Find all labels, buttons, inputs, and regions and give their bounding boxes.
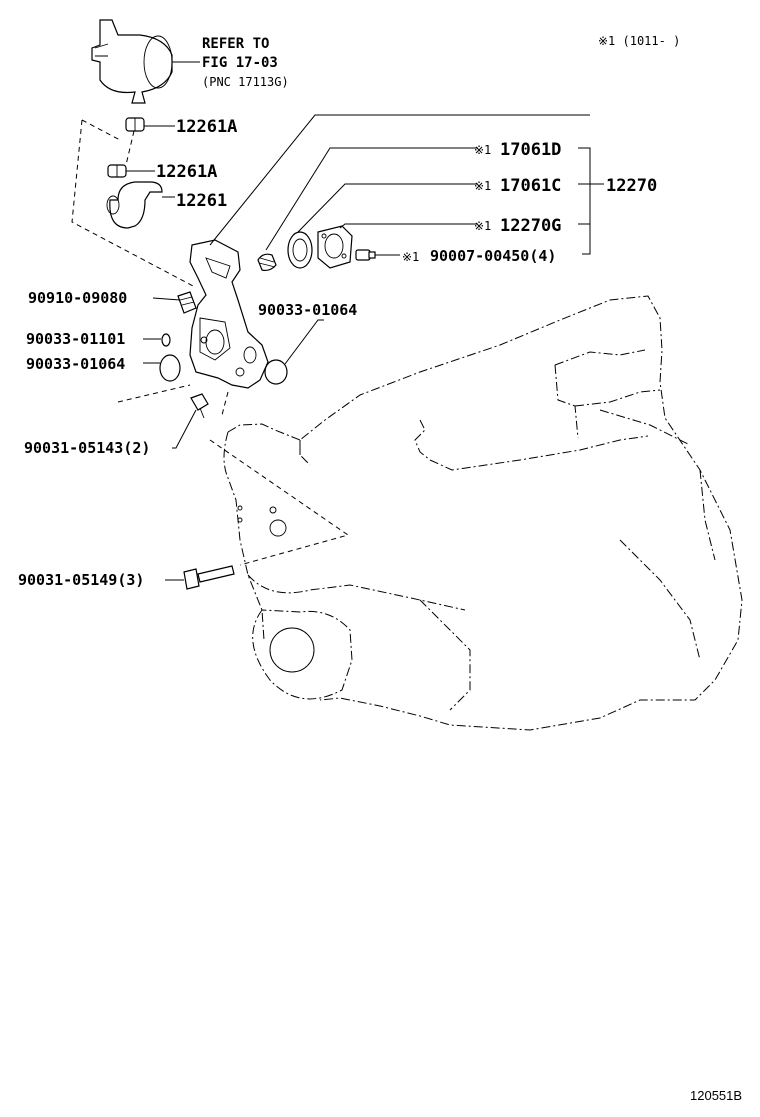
label-90033-01064-left: 90033-01064: [26, 355, 125, 373]
figure-id: 120551B: [690, 1088, 742, 1103]
label-12261A-top: 12261A: [176, 117, 237, 137]
label-90031-05143: 90031-05143(2): [24, 439, 150, 457]
union-fitting: [177, 291, 197, 314]
label-17061D: 17061D: [500, 140, 561, 160]
refer-to-text: REFER TO: [202, 36, 269, 52]
hose-clip-lower: [107, 164, 127, 178]
oring-small: [161, 333, 171, 347]
oring-right: [264, 359, 288, 385]
breather-hose: [106, 181, 163, 229]
oil-separator-case: [189, 239, 269, 389]
engine-block-outline: [223, 295, 743, 731]
label-12261: 12261: [176, 191, 227, 211]
diaphragm-ring: [287, 231, 313, 269]
refer-fig-text: FIG 17-03: [202, 55, 278, 71]
label-12270G: 12270G: [500, 216, 561, 236]
breather-cover-part: [91, 19, 200, 104]
label-90910-09080: 90910-09080: [28, 289, 127, 307]
date-range-note: ※1 (1011- ): [598, 34, 680, 48]
flange-bolt-long: [183, 565, 235, 590]
label-17061C: 17061C: [500, 176, 561, 196]
cover-screw: [355, 249, 376, 261]
flange-bolt-short: [190, 393, 209, 419]
mark-17061C: ※1: [474, 179, 491, 193]
hose-clip-upper: [125, 117, 145, 132]
separator-cover: [317, 225, 353, 269]
mark-17061D: ※1: [474, 143, 491, 157]
label-90007-00450: 90007-00450(4): [430, 247, 556, 265]
label-90033-01101: 90033-01101: [26, 330, 125, 348]
oring-left: [159, 354, 181, 382]
valve-spring: [257, 253, 277, 272]
label-12270: 12270: [606, 176, 657, 196]
label-90033-01064-right: 90033-01064: [258, 301, 357, 319]
mark-90007: ※1: [402, 250, 419, 264]
refer-pnc-text: (PNC 17113G): [202, 75, 289, 89]
label-90031-05149: 90031-05149(3): [18, 571, 144, 589]
mark-12270G: ※1: [474, 219, 491, 233]
label-12261A-mid: 12261A: [156, 162, 217, 182]
